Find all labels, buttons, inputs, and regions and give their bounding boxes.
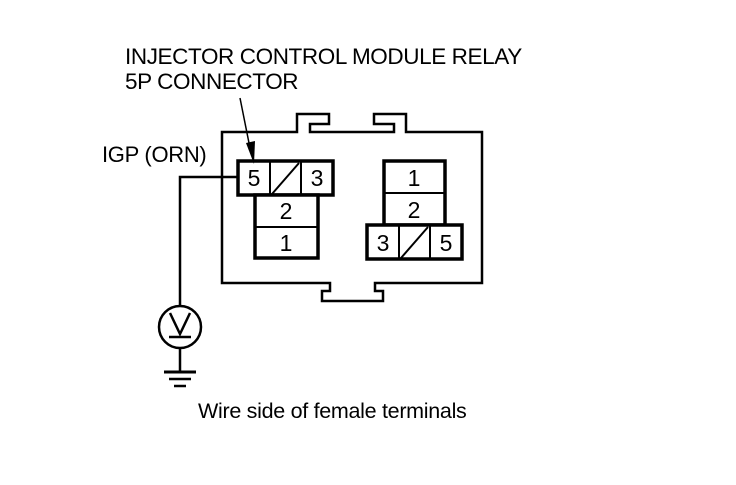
- ground-icon: [164, 348, 196, 388]
- voltmeter-icon: [157, 304, 203, 350]
- left-pin-1: 1: [280, 230, 293, 256]
- left-pin-5: 5: [248, 165, 261, 191]
- left-pin-3: 3: [311, 165, 324, 191]
- pointer-arrow: [239, 97, 255, 164]
- left-connector: 5 3 2 1: [236, 159, 335, 260]
- right-unused-slash: [400, 226, 429, 259]
- connector-housing: [220, 112, 484, 303]
- right-pin-1: 1: [408, 165, 421, 191]
- diagram-caption: Wire side of female terminals: [198, 399, 467, 423]
- wire-label: IGP (ORN): [102, 142, 207, 167]
- left-unused-slash: [271, 162, 300, 195]
- probe-wire: [178, 175, 238, 306]
- right-pin-3: 3: [377, 230, 390, 256]
- right-pin-2: 2: [408, 197, 421, 223]
- right-connector: 1 2 3 5: [365, 159, 464, 261]
- connector-title-line1: INJECTOR CONTROL MODULE RELAY: [125, 44, 522, 69]
- connector-title-line2: 5P CONNECTOR: [125, 69, 299, 94]
- left-pin-2: 2: [280, 198, 293, 224]
- right-pin-5: 5: [440, 230, 453, 256]
